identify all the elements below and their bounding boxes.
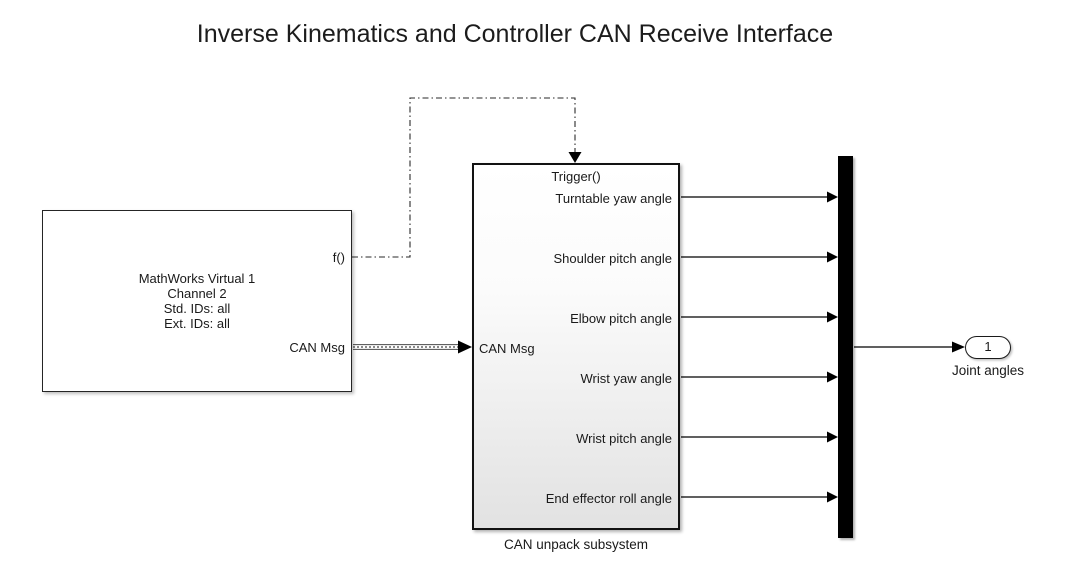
output-port-label-wrist-pitch: Wrist pitch angle [576,431,672,446]
receiver-line-channel-number: Channel 2 [167,286,227,301]
signal-line-wrist-pitch[interactable] [681,431,838,443]
receiver-line-channel-name: MathWorks Virtual 1 [138,271,256,286]
can-unpack-subsystem-block[interactable]: Trigger() CAN Msg Turntable yaw angle Sh… [472,163,680,530]
can-msg-input-port-label: CAN Msg [479,341,535,356]
function-call-trigger-line[interactable] [352,97,576,258]
trigger-arrowhead-icon [568,152,582,163]
joint-angles-outport-caption: Joint angles [951,363,1025,378]
signal-line-elbow[interactable] [681,311,838,323]
arrowhead-icon [827,491,838,503]
output-port-label-shoulder: Shoulder pitch angle [553,251,672,266]
receiver-line-std-ids: Std. IDs: all [163,301,231,316]
diagram-title: Inverse Kinematics and Controller CAN Re… [196,20,834,48]
signal-line-wrist-yaw[interactable] [681,371,838,383]
joint-angles-outport-block[interactable]: 1 [965,336,1011,359]
receiver-line-ext-ids: Ext. IDs: all [164,316,230,331]
signal-line-end-effector[interactable] [681,491,838,503]
arrowhead-icon [827,311,838,323]
mux-block[interactable] [838,156,853,538]
trigger-port-label: Trigger() [551,169,601,184]
output-port-label-turntable: Turntable yaw angle [555,191,672,206]
can-msg-message-line[interactable] [353,340,472,354]
output-port-label-elbow: Elbow pitch angle [570,311,672,326]
arrowhead-icon [827,251,838,263]
can-receive-block[interactable]: MathWorks Virtual 1 Channel 2 Std. IDs: … [42,210,352,392]
outport-number: 1 [984,339,992,354]
arrowhead-icon [827,191,838,203]
can-msg-output-port-label: CAN Msg [289,340,345,355]
signal-line-shoulder[interactable] [681,251,838,263]
can-receive-block-text: MathWorks Virtual 1 Channel 2 Std. IDs: … [43,271,351,331]
arrowhead-icon [827,371,838,383]
joint-angles-output-line[interactable] [854,341,965,353]
arrowhead-icon [827,431,838,443]
output-port-label-end-effector: End effector roll angle [545,491,672,506]
arrowhead-icon [952,341,965,353]
can-unpack-subsystem-caption: CAN unpack subsystem [503,537,649,552]
function-call-output-port-label: f() [332,250,345,265]
can-msg-arrowhead-icon [458,340,472,354]
signal-line-turntable[interactable] [681,191,838,203]
output-port-label-wrist-yaw: Wrist yaw angle [580,371,672,386]
